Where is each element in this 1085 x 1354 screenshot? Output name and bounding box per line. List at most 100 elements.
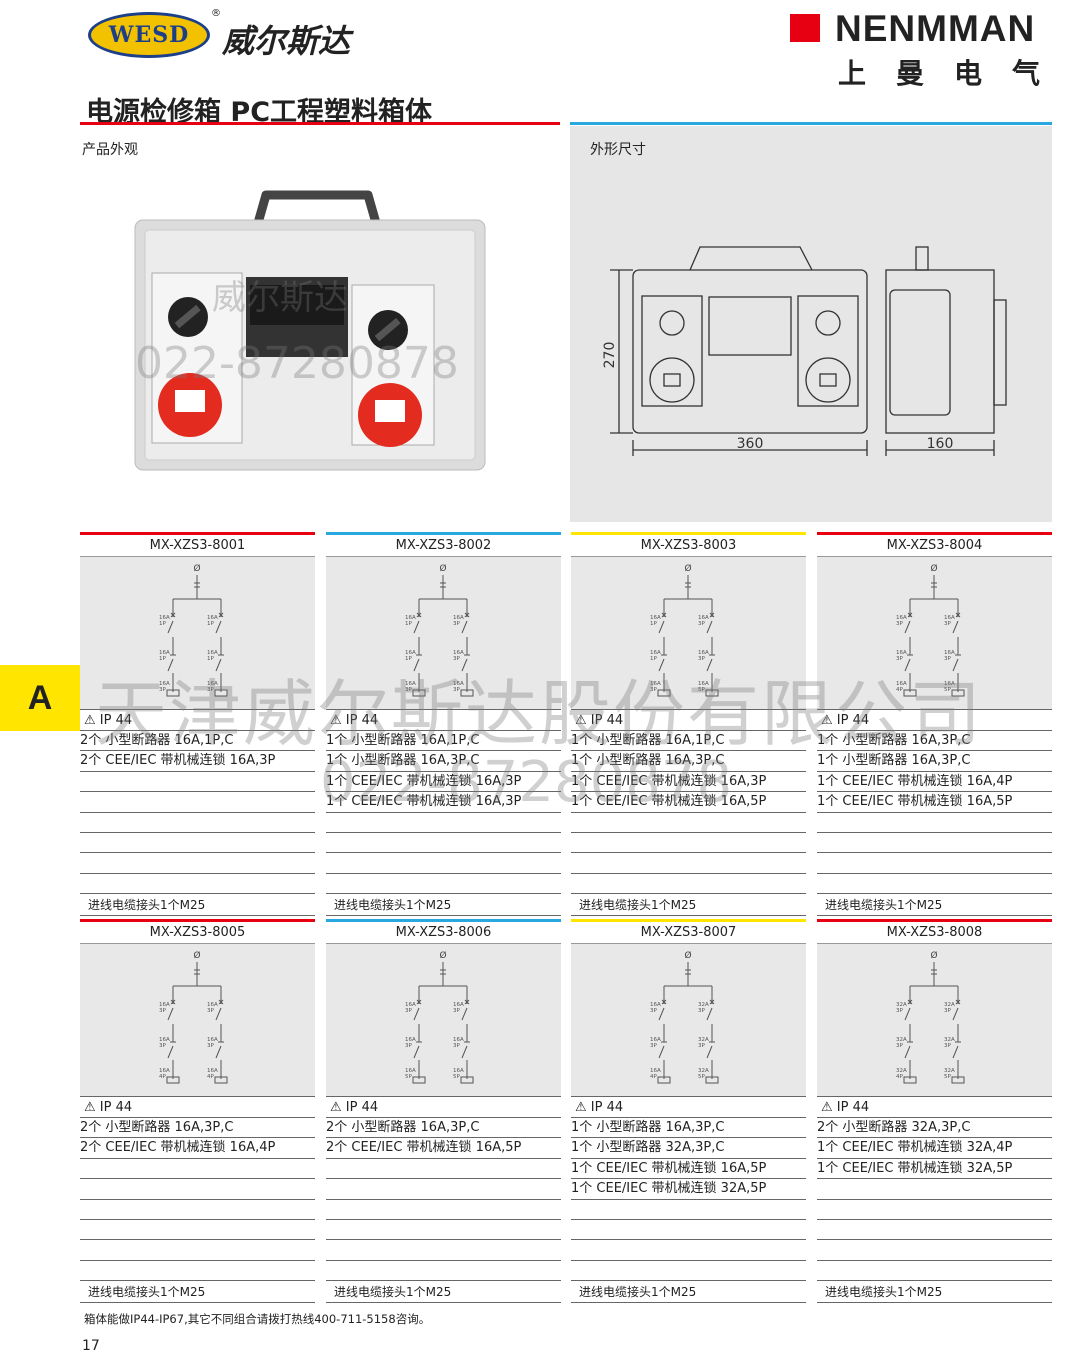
pole-label: 4P bbox=[896, 1074, 903, 1080]
ip-text: IP 44 bbox=[99, 713, 133, 728]
card-color-bar bbox=[817, 919, 1052, 922]
spec-row bbox=[80, 772, 315, 793]
title-underline-red bbox=[80, 122, 560, 125]
product-photo bbox=[134, 190, 486, 471]
rating-label: 16A bbox=[207, 1068, 218, 1074]
spec-row bbox=[80, 813, 315, 833]
spec-row bbox=[326, 813, 561, 833]
rating-label: 16A bbox=[650, 1002, 661, 1008]
rating-label: 16A bbox=[207, 1002, 218, 1008]
pole-label: 5P bbox=[698, 687, 705, 693]
main-bus bbox=[664, 962, 712, 987]
cable-gland-note: 进线电缆接头1个M25 bbox=[80, 894, 315, 917]
spec-row bbox=[571, 1200, 806, 1220]
spec-row: 1个 小型断路器 16A,3P,C bbox=[571, 1118, 806, 1139]
socket-symbol bbox=[657, 1076, 671, 1084]
branch-circuit bbox=[706, 986, 715, 1079]
ip-rating: ⚠ IP 44 bbox=[817, 709, 1052, 731]
pole-label: 3P bbox=[698, 1043, 705, 1049]
pole-label: 3P bbox=[944, 621, 951, 627]
pole-label: 3P bbox=[896, 1043, 903, 1049]
spec-row bbox=[817, 1261, 1052, 1282]
rating-label: 16A bbox=[207, 1037, 218, 1043]
pole-label: 3P bbox=[159, 1043, 166, 1049]
pole-label: 3P bbox=[405, 687, 412, 693]
spec-row bbox=[571, 853, 806, 874]
rating-label: 16A bbox=[896, 650, 907, 656]
page-number: 17 bbox=[82, 1338, 100, 1354]
pole-label: 4P bbox=[159, 1074, 166, 1080]
spec-row: 1个 小型断路器 16A,1P,C bbox=[571, 731, 806, 752]
pole-label: 5P bbox=[453, 1074, 460, 1080]
rating-label: 16A bbox=[698, 615, 709, 621]
cable-gland-note: 进线电缆接头1个M25 bbox=[80, 1281, 315, 1304]
card-color-bar bbox=[571, 532, 806, 535]
spec-row bbox=[80, 833, 315, 854]
rating-label: 16A bbox=[405, 650, 416, 656]
rating-label: 16A bbox=[207, 615, 218, 621]
card-color-bar bbox=[571, 919, 806, 922]
spec-row: 1个 小型断路器 16A,3P,C bbox=[817, 751, 1052, 772]
spec-row bbox=[571, 874, 806, 895]
ip-text: IP 44 bbox=[836, 713, 870, 728]
pole-label: 1P bbox=[650, 656, 657, 662]
spec-row bbox=[326, 1261, 561, 1282]
socket-symbol bbox=[705, 1076, 719, 1084]
spec-row: 2个 CEE/IEC 带机械连锁 16A,5P bbox=[326, 1138, 561, 1159]
spec-row bbox=[80, 1261, 315, 1282]
rating-label: 16A bbox=[698, 650, 709, 656]
wesd-logo: WESD bbox=[88, 12, 210, 58]
socket-symbol bbox=[214, 1076, 228, 1084]
rating-label: 16A bbox=[405, 1068, 416, 1074]
dim-width: 360 bbox=[737, 436, 764, 452]
warning-icon: ⚠ bbox=[575, 1100, 591, 1115]
pole-label: 3P bbox=[650, 1043, 657, 1049]
socket-symbol bbox=[412, 689, 426, 697]
spec-row: 2个 CEE/IEC 带机械连锁 16A,3P bbox=[80, 751, 315, 772]
pole-label: 3P bbox=[207, 1008, 214, 1014]
spec-row bbox=[571, 1220, 806, 1241]
rating-label: 16A bbox=[405, 1002, 416, 1008]
rating-label: 32A bbox=[698, 1002, 709, 1008]
pole-label: 3P bbox=[896, 656, 903, 662]
socket-symbol bbox=[460, 1076, 474, 1084]
branch-circuit bbox=[215, 986, 224, 1079]
phase-symbol: Ø bbox=[193, 563, 200, 574]
footnote: 箱体能做IP44-IP67,其它不同组合请拨打热线400-711-5158咨询。 bbox=[84, 1312, 431, 1326]
spec-row: 1个 小型断路器 32A,3P,C bbox=[571, 1138, 806, 1159]
main-bus bbox=[173, 962, 221, 987]
pole-label: 5P bbox=[698, 1074, 705, 1080]
rating-label: 16A bbox=[159, 1068, 170, 1074]
spec-row bbox=[817, 874, 1052, 895]
pole-label: 3P bbox=[159, 1008, 166, 1014]
cable-gland-note: 进线电缆接头1个M25 bbox=[571, 894, 806, 917]
pole-label: 3P bbox=[698, 621, 705, 627]
ip-text: IP 44 bbox=[836, 1100, 870, 1115]
branch-circuit bbox=[413, 599, 422, 692]
title-underline-blue bbox=[570, 122, 1052, 125]
pole-label: 3P bbox=[944, 656, 951, 662]
cable-gland-note: 进线电缆接头1个M25 bbox=[326, 894, 561, 917]
rating-label: 32A bbox=[896, 1037, 907, 1043]
pole-label: 1P bbox=[159, 656, 166, 662]
spec-row: 1个 CEE/IEC 带机械连锁 32A,5P bbox=[817, 1159, 1052, 1180]
dimension-drawing: 360 160 270 bbox=[602, 246, 1007, 456]
rating-label: 16A bbox=[405, 681, 416, 687]
rating-label: 16A bbox=[159, 681, 170, 687]
ip-text: IP 44 bbox=[590, 713, 624, 728]
card-color-bar bbox=[326, 532, 561, 535]
spec-row: 1个 CEE/IEC 带机械连锁 32A,5P bbox=[571, 1179, 806, 1200]
spec-row bbox=[817, 1220, 1052, 1241]
spec-row bbox=[571, 1240, 806, 1261]
rating-label: 16A bbox=[944, 681, 955, 687]
ip-rating: ⚠ IP 44 bbox=[817, 1096, 1052, 1118]
dimension-drawing-panel bbox=[570, 126, 1052, 522]
